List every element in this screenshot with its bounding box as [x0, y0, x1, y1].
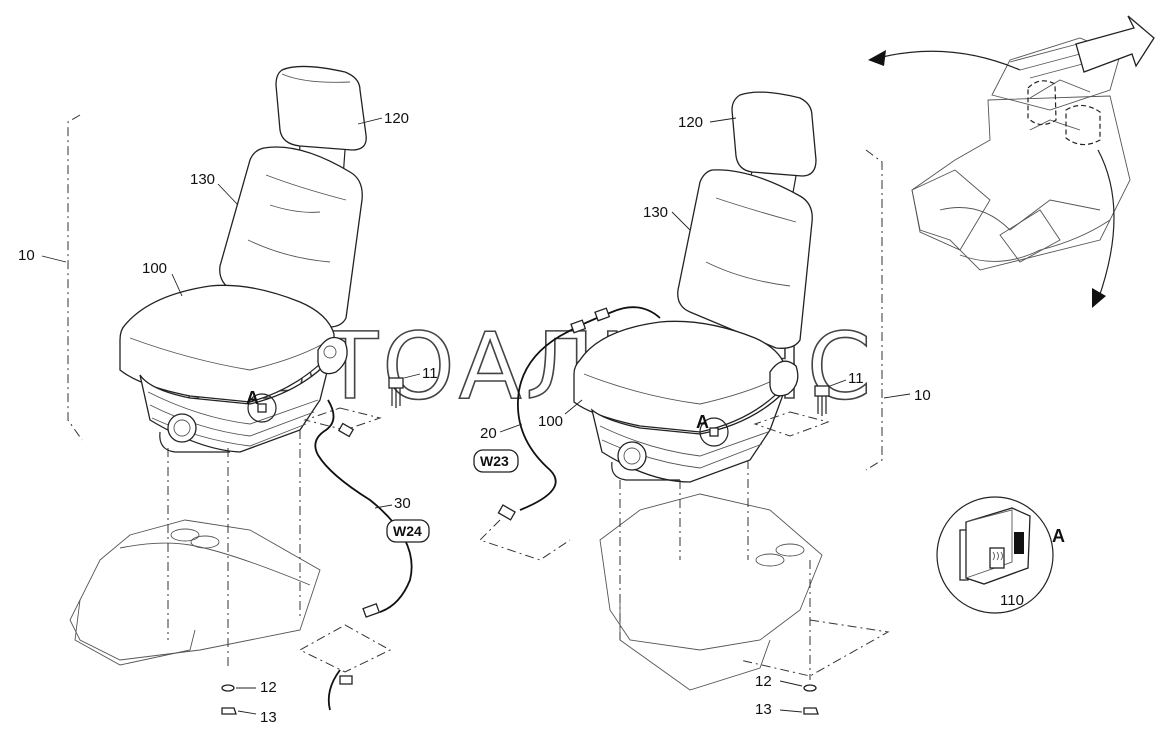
right-seat-leader [564, 399, 583, 415]
left-switch-marker-circle [247, 393, 277, 423]
left-view-marker: A [246, 388, 259, 408]
left-cable-plug [339, 675, 353, 685]
rotate-arrow-left [877, 50, 1021, 71]
right-washer-leader [779, 680, 803, 687]
left-callout-bolt: 11 [422, 365, 438, 382]
right-cable-connector-a [594, 307, 611, 322]
left-seat-cushion [119, 284, 335, 403]
right-cable-badge-frame [473, 449, 519, 473]
left-cable-leader [374, 504, 393, 509]
detail-a: A 110 [936, 496, 1065, 614]
left-cable-badge: W24 [393, 523, 422, 539]
right-cable-connector-bottom [497, 504, 516, 521]
right-callout-cable: 20 [480, 425, 497, 442]
left-nut [221, 707, 237, 715]
right-base-outline [739, 619, 890, 677]
left-headrest [275, 65, 367, 179]
left-seat-leader [171, 273, 183, 297]
right-callout-backrest: 130 [643, 204, 668, 221]
right-callout-nut: 13 [755, 701, 772, 718]
right-washer [803, 684, 817, 692]
right-seat-assembly: A 11 12 13 [473, 91, 931, 718]
left-armrest-knob [317, 336, 348, 375]
left-seat-assembly: A 11 12 13 [18, 65, 438, 726]
left-callout-group: 10 [18, 247, 35, 264]
left-nut-leader [237, 710, 257, 715]
detail-part-number: 110 [1000, 592, 1024, 609]
right-backrest-leader [671, 211, 691, 231]
right-group-bracket [865, 149, 883, 471]
right-nut-leader [779, 709, 803, 713]
right-armrest-knob [769, 360, 799, 397]
right-switch-marker-circle [699, 417, 729, 447]
right-view-marker: A [696, 412, 709, 432]
overview-seat-left-highlight [1027, 80, 1057, 126]
left-backrest [219, 146, 363, 328]
left-group-leader [41, 255, 67, 263]
right-cable-leader [499, 423, 523, 433]
left-bolt [388, 377, 404, 408]
left-group-bracket [67, 114, 83, 441]
rotate-arrow-down-head-icon [1092, 288, 1106, 308]
right-callout-bolt: 11 [848, 370, 864, 387]
right-headrest [731, 91, 817, 199]
left-bolt-leader [403, 373, 421, 379]
right-console [599, 493, 823, 691]
left-washer [221, 684, 235, 692]
detail-a-marker: A [1052, 526, 1065, 546]
right-backrest [677, 169, 813, 349]
right-callout-washer: 12 [755, 673, 772, 690]
rotate-arrow-down [1097, 149, 1115, 301]
right-callout-seat: 100 [538, 413, 563, 430]
right-mount-plate [753, 411, 830, 437]
left-headrest-leader [357, 117, 383, 125]
right-bolt-leader [829, 379, 847, 387]
right-cable-badge: W23 [480, 453, 509, 469]
left-seat-suspension [139, 357, 332, 453]
left-cable-connector-bottom [362, 603, 381, 618]
right-headrest-leader [709, 117, 737, 123]
right-group-leader [883, 393, 911, 399]
left-callout-headrest: 120 [384, 110, 409, 127]
detail-rocker-switch[interactable] [1014, 532, 1024, 554]
right-cable-connector-b [570, 319, 587, 334]
left-cable-tail [327, 669, 341, 711]
right-callout-group: 10 [914, 387, 931, 404]
right-bolt [814, 385, 830, 416]
left-cable-route [298, 624, 392, 673]
machine-overview [868, 15, 1155, 308]
left-callout-nut: 13 [260, 709, 277, 726]
right-cable-route [479, 519, 571, 561]
detail-a-circle [936, 496, 1054, 614]
right-callout-headrest: 120 [678, 114, 703, 131]
left-console [69, 519, 321, 666]
rotate-arrow-left-head-icon [868, 50, 886, 66]
right-nut [803, 707, 819, 715]
left-switch-icon [257, 403, 267, 413]
overview-seat-right-highlight [1065, 104, 1101, 146]
left-cable [314, 399, 413, 613]
left-callout-backrest: 130 [190, 171, 215, 188]
left-backrest-leader [217, 183, 239, 206]
left-callout-washer: 12 [260, 679, 277, 696]
left-callout-cable: 30 [394, 495, 411, 512]
direction-arrow-icon [1075, 15, 1155, 73]
right-seat-suspension [590, 391, 785, 483]
left-cable-badge-frame [386, 519, 430, 543]
left-cable-connector-top [337, 422, 355, 438]
right-cable [517, 306, 661, 511]
right-switch-icon [709, 427, 719, 437]
left-callout-seat: 100 [142, 260, 167, 277]
